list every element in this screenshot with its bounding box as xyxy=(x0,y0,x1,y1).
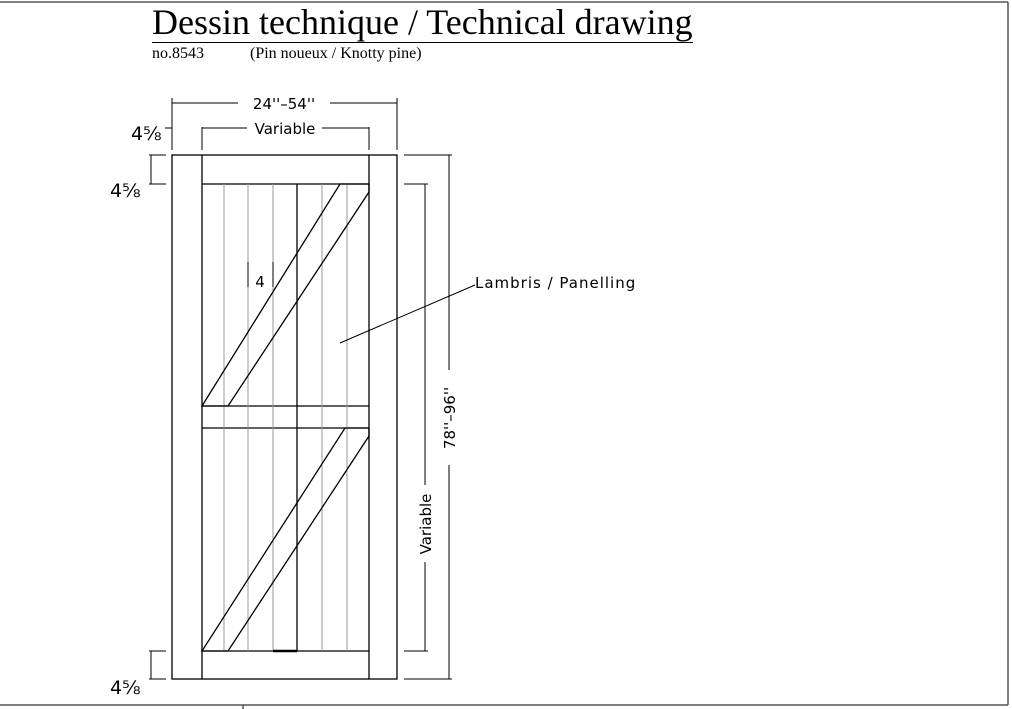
inner-height-label: Variable xyxy=(417,494,435,555)
top-rail-dimension: 4⅝ xyxy=(110,154,166,202)
stile-width-dimension: 4⅝ xyxy=(131,123,172,145)
bottom-rail-dimension: 4⅝ xyxy=(110,650,166,699)
stile-width-label: 4⅝ xyxy=(131,123,162,145)
bottom-rail-label: 4⅝ xyxy=(110,677,141,699)
page-title: Dessin technique / Technical drawing xyxy=(152,2,693,43)
plank-width-label: 4 xyxy=(255,273,265,291)
plank-width-dimension: 4 xyxy=(247,262,274,291)
top-rail-label: 4⅝ xyxy=(110,180,141,202)
panelling-label: Lambris / Panelling xyxy=(475,274,636,292)
inner-height-dimension: Variable xyxy=(404,183,435,652)
overall-width-dimension: 24''–54'' xyxy=(171,95,398,150)
overall-width-label: 24''–54'' xyxy=(253,95,315,113)
inner-width-dimension: Variable xyxy=(201,120,370,150)
overall-height-dimension: 78''–96'' xyxy=(404,154,459,680)
diagonal-braces xyxy=(200,183,370,652)
inner-width-label: Variable xyxy=(255,120,316,138)
door-outline xyxy=(171,154,398,680)
panelling-callout: Lambris / Panelling xyxy=(339,274,636,344)
panelling-planks xyxy=(223,184,348,653)
material-label: (Pin noueux / Knotty pine) xyxy=(250,45,422,62)
overall-height-label: 78''–96'' xyxy=(441,387,459,449)
product-number: no.8543 xyxy=(152,45,204,62)
